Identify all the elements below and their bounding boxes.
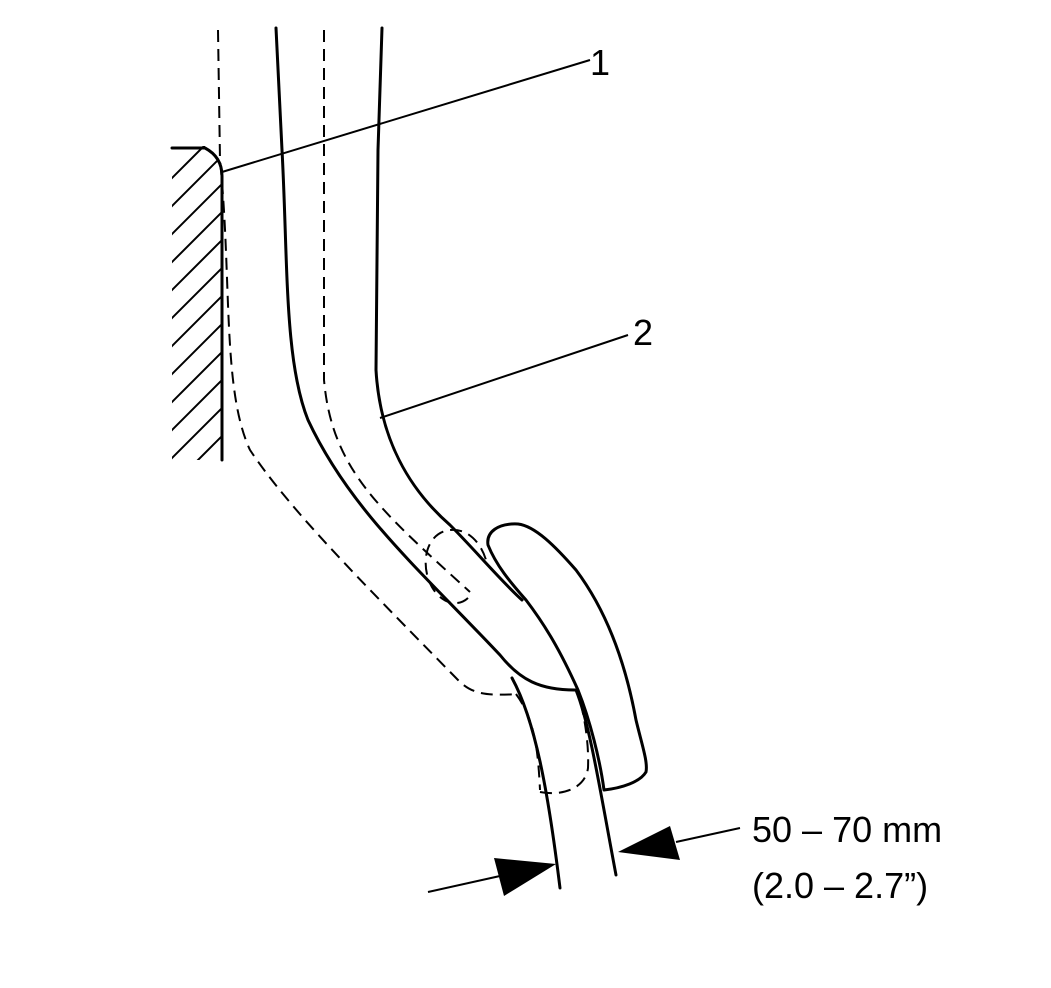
callout-2-leader bbox=[379, 334, 629, 419]
pedal-arm-left-edge bbox=[274, 26, 577, 692]
dimension-metric: 50 – 70 mm bbox=[752, 809, 942, 850]
dimension-arrow-left-shaft bbox=[427, 875, 501, 893]
floor-panel-hatching bbox=[172, 146, 222, 460]
pedal-pad bbox=[486, 522, 648, 792]
pedal-arm-lower-right bbox=[574, 688, 618, 877]
callout-1-number: 1 bbox=[590, 42, 610, 83]
floor-panel bbox=[170, 146, 224, 462]
callout-1-leader bbox=[221, 59, 591, 173]
dimension-arrow-left-head bbox=[494, 858, 556, 896]
callout-2-number: 2 bbox=[633, 312, 653, 353]
dimension-arrow-right-head bbox=[618, 826, 680, 860]
dimension-arrow-right-shaft bbox=[675, 827, 741, 843]
pedal-arm-lower-left bbox=[510, 676, 562, 890]
pedal-arm-right-edge bbox=[374, 26, 524, 602]
pedal-arm-depressed-position bbox=[217, 29, 590, 795]
pedal-arm bbox=[274, 26, 618, 890]
floor-panel-edge bbox=[170, 146, 224, 462]
pedal-pad-outline bbox=[486, 522, 648, 792]
dimension-imperial: (2.0 – 2.7”) bbox=[752, 865, 928, 906]
dimension-arrows bbox=[427, 826, 741, 896]
